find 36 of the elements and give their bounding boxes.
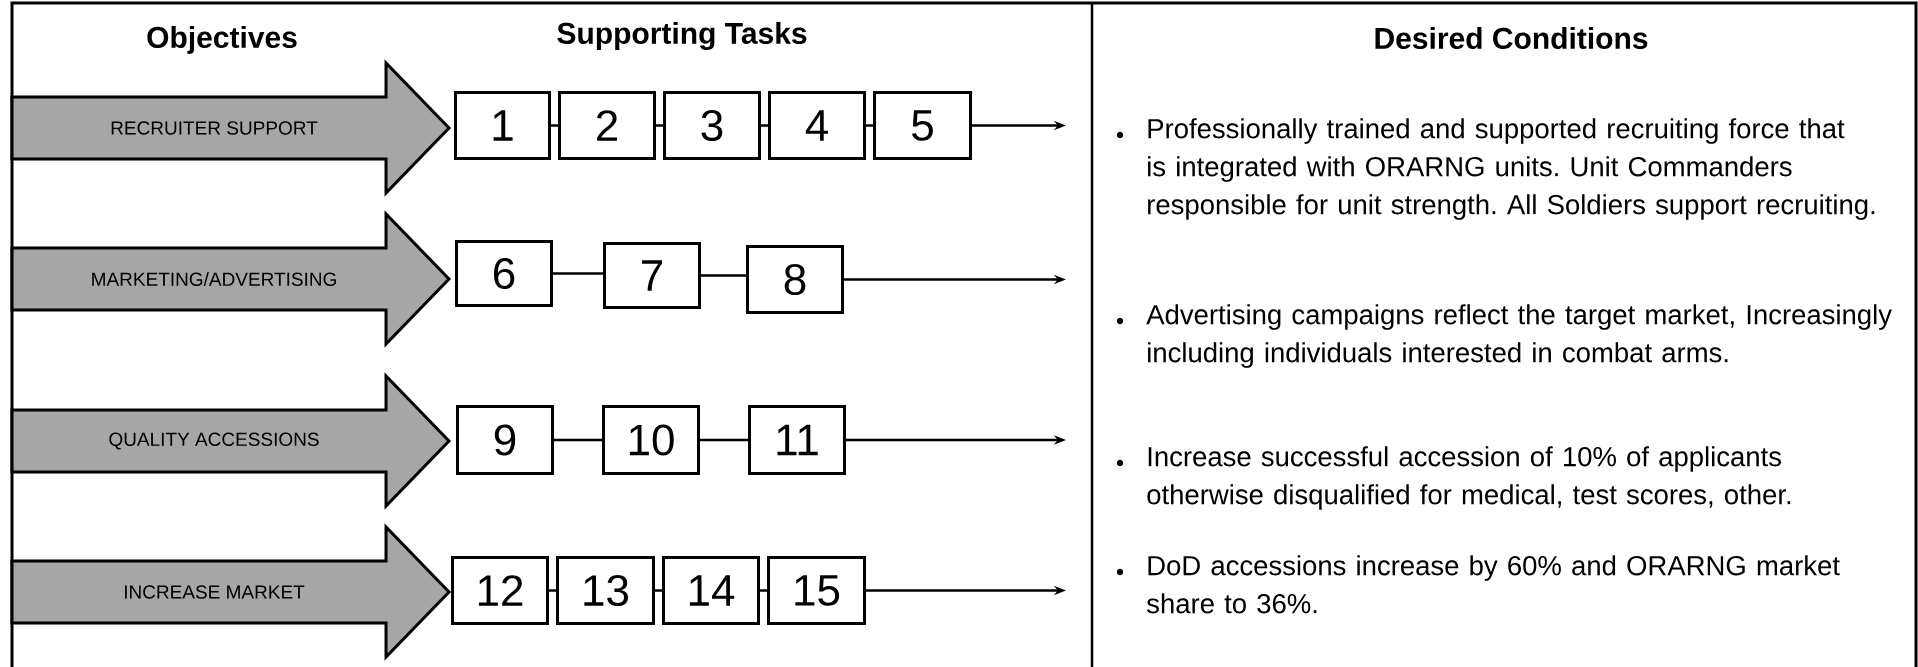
connector-line — [761, 124, 768, 127]
connector-line — [551, 124, 558, 127]
task-box: 11 — [748, 405, 846, 475]
condition-text: Professionally trained and supported recruiting force that is integrated with ORARNG units. Unit Commanders responsible for unit strength. All Soldiers support recruiting. — [1148, 118, 1875, 220]
condition-text: Advertising campaigns reflect the target market, Increasingly including individuals interested in combat arms. — [1146, 304, 1892, 368]
task-box: 3 — [663, 91, 761, 160]
connector-line — [553, 272, 603, 275]
connector-line — [554, 438, 602, 442]
task-box: 15 — [767, 556, 866, 625]
objective-banner: INCREASE MARKET — [10, 523, 452, 661]
task-box: 5 — [873, 91, 972, 160]
task-box: 2 — [558, 91, 656, 160]
task-box: 6 — [455, 240, 553, 307]
connector-line — [656, 124, 663, 127]
column-heading: Supporting Tasks — [557, 21, 807, 51]
connector-line — [700, 438, 748, 442]
task-box: 14 — [662, 556, 760, 625]
connector-line — [655, 589, 662, 592]
connector-line — [549, 589, 556, 592]
task-box: 8 — [746, 245, 844, 314]
condition-text: DoD accessions increase by 60% and ORARNG market share to 36%. — [1147, 555, 1840, 614]
task-box: 12 — [451, 556, 549, 625]
connector-line — [701, 274, 746, 277]
task-box: 9 — [456, 405, 554, 475]
task-box: 7 — [603, 242, 701, 309]
task-box: 1 — [454, 91, 551, 160]
objective-banner: QUALITY ACCESSIONS — [10, 372, 452, 510]
task-box: 13 — [556, 556, 655, 625]
connector-line — [866, 124, 873, 127]
condition-text: Increase successful accession of 10% of applicants otherwise disqualified for medical, test scores, other. — [1147, 446, 1791, 510]
connector-line — [760, 589, 767, 592]
column-heading: Desired Conditions — [1375, 27, 1648, 49]
objective-banner: RECRUITER SUPPORT — [10, 59, 452, 197]
objective-banner: MARKETING/ADVERTISING — [10, 210, 452, 348]
task-box: 10 — [602, 405, 700, 475]
task-box: 4 — [768, 91, 866, 160]
